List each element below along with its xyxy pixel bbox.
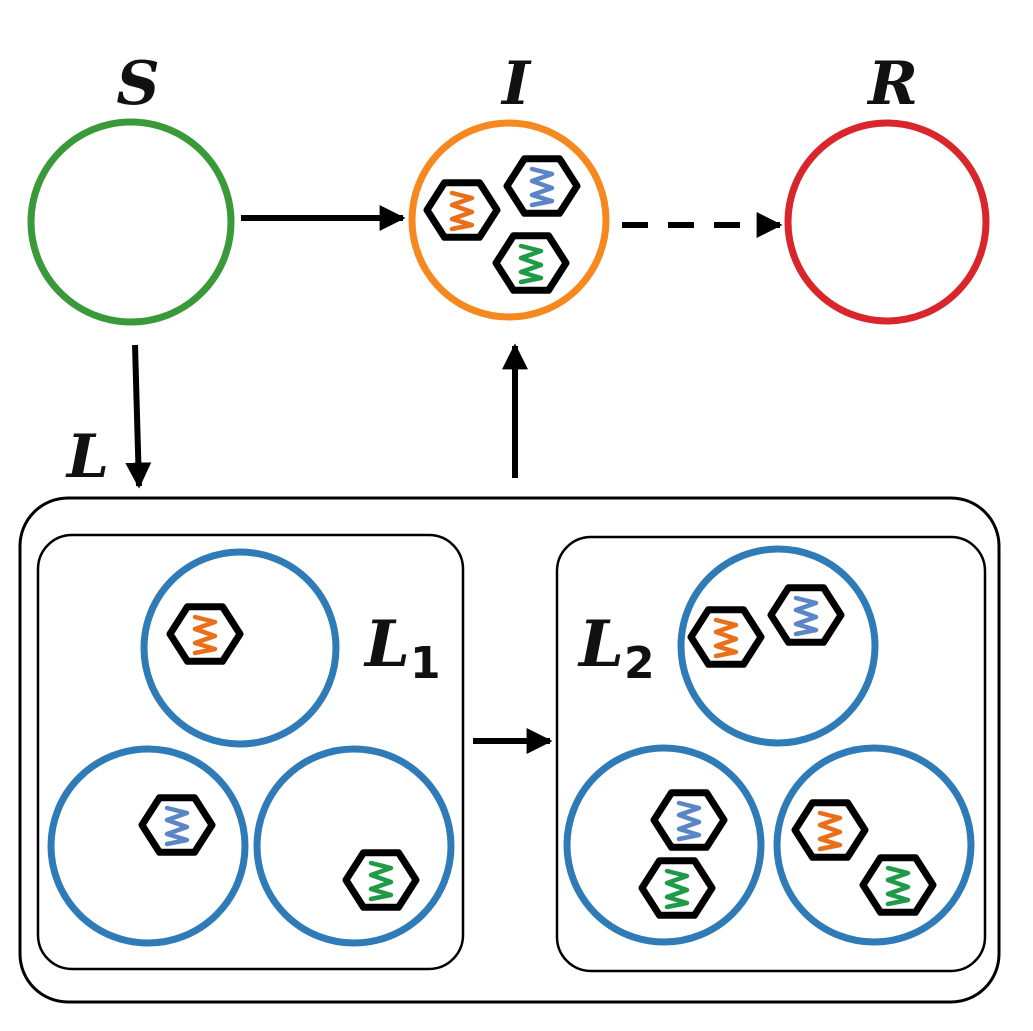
label-l2: L2	[577, 607, 655, 689]
susceptible-node	[27, 118, 235, 326]
label-l1-main: L	[363, 607, 410, 682]
l1-cell-top	[140, 548, 340, 748]
label-l: L	[65, 422, 109, 492]
strain-icon-l1-green	[342, 849, 420, 911]
infected-node	[408, 119, 610, 321]
l2-cell-top	[677, 545, 879, 747]
recovered-node	[784, 119, 990, 325]
latent-outer-box	[18, 496, 1001, 1004]
l2-cell-right	[773, 744, 975, 946]
strain-icon-l1-blue	[138, 794, 216, 856]
l1-cell-right	[253, 745, 455, 947]
strain-icon-l2-left-green	[638, 857, 716, 919]
label-s: S	[116, 49, 159, 119]
strain-icon-infected-orange	[423, 179, 501, 241]
strain-icon-l2-top-blue	[767, 584, 845, 646]
strain-icon-infected-green	[492, 232, 570, 294]
label-l1-sub: 1	[410, 638, 441, 689]
l2-cell-left	[563, 744, 765, 946]
label-l2-main: L	[577, 607, 624, 682]
label-i: I	[500, 49, 532, 119]
strain-icon-l2-right-green	[859, 854, 937, 916]
arrow-s-to-l	[125, 344, 152, 489]
latent-2-box	[555, 535, 987, 973]
label-l1: L1	[363, 607, 441, 689]
latent-1-box	[36, 533, 465, 971]
l1-cell-left	[47, 745, 249, 947]
label-r: R	[866, 49, 918, 119]
label-l2-sub: 2	[624, 638, 655, 689]
strain-icon-infected-blue	[503, 155, 581, 217]
strain-icon-l2-left-blue	[650, 789, 728, 851]
strain-icon-l2-right-orange	[791, 799, 869, 861]
strain-icon-l1-orange	[166, 603, 244, 665]
strain-icon-l2-top-orange	[687, 606, 765, 668]
